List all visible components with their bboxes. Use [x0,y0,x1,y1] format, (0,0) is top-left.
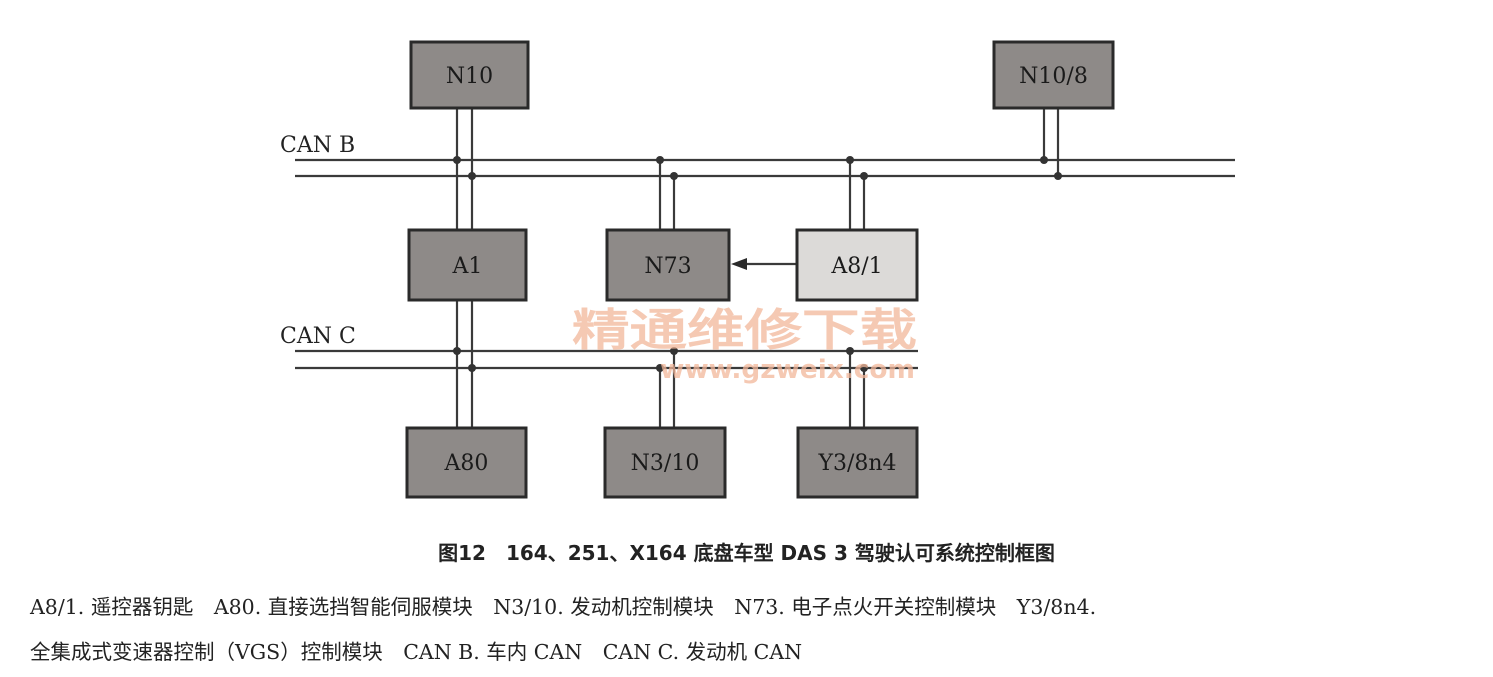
block-diagram: CAN B CAN C [280,40,1235,499]
node-y3-8n4: Y3/8n4 [796,426,919,499]
watermark-url: www.gzweix.com [660,355,915,385]
node-a1-box [407,228,528,302]
figure-caption: 图12 164、251、X164 底盘车型 DAS 3 驾驶认可系统控制框图 [438,541,1055,565]
node-n10-box [409,40,530,110]
node-a80: A80 [405,426,528,499]
node-n10-8: N10/8 [992,40,1115,110]
can-c-label: CAN C [280,324,356,349]
node-n10: N10 [409,40,530,110]
node-a1: A1 [407,228,528,302]
junction-dots [453,156,1062,372]
arrow-head-icon [731,258,747,270]
legend-line-1: A8/1. 遥控器钥匙 A80. 直接选挡智能伺服模块 N3/10. 发动机控制… [30,595,1097,619]
node-a8-1: A8/1 [795,228,919,302]
node-a8-1-label: A8/1 [830,254,882,279]
legend-line-2: 全集成式变速器控制（VGS）控制模块 CAN B. 车内 CAN CAN C. … [30,640,803,664]
node-n3-10-box [603,426,727,499]
node-n10-8-label: N10/8 [1019,64,1088,89]
node-n73-box [605,228,731,302]
connection-wires [455,108,1060,428]
watermark-title: 精通维修下载 [572,305,917,356]
node-a8-1-box [795,228,919,302]
node-y3-8n4-label: Y3/8n4 [817,451,896,476]
node-n3-10: N3/10 [603,426,727,499]
node-n10-label: N10 [446,64,493,89]
node-a1-label: A1 [452,254,483,279]
node-a80-label: A80 [444,451,489,476]
node-n3-10-label: N3/10 [631,451,700,476]
node-n10-8-box [992,40,1115,110]
can-b-label: CAN B [280,133,355,158]
node-n73: N73 [605,228,731,302]
node-y3-8n4-box [796,426,919,499]
node-n73-label: N73 [644,254,691,279]
node-a80-box [405,426,528,499]
